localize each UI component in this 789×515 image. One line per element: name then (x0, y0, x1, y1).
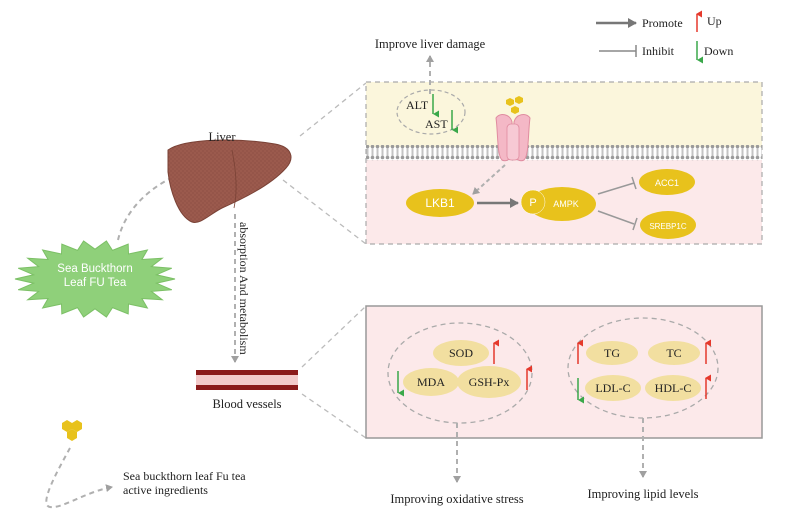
ingredient-molecule-icon (62, 420, 82, 441)
acc1-label: ACC1 (655, 178, 679, 188)
liver-cell-panel: Improve liver damage ALT AST LKB1 P AMPK (365, 37, 763, 245)
legend-up: Up (707, 14, 722, 28)
lipid-outcome-label: Improving lipid levels (587, 487, 698, 501)
srebp1c-label: SREBP1C (649, 222, 687, 231)
oxidative-outcome-label: Improving oxidative stress (390, 492, 523, 506)
ldl-c-node (585, 375, 641, 401)
phospho-node (520, 189, 546, 215)
active-ingredients: Sea buckthorn leaf Fu tea active ingredi… (45, 420, 246, 509)
tc-label: TC (666, 346, 681, 360)
legend-inhibit: Inhibit (642, 44, 675, 58)
ampk-node (528, 187, 596, 221)
cell-membrane (366, 145, 762, 161)
tea-source: Sea Buckthorn Leaf FU Tea (14, 240, 176, 318)
mda-label: MDA (417, 375, 445, 389)
oxidative-group (387, 322, 533, 424)
liver-label: Liver (208, 130, 236, 144)
ampk-label: AMPK (553, 199, 579, 209)
srebp1c-node (640, 211, 696, 239)
ast-label: AST (425, 117, 448, 131)
hdl-c-node (645, 375, 701, 401)
legend-promote: Promote (642, 16, 683, 30)
receptor-icon (495, 114, 531, 162)
gsh-px-label: GSH-Px (469, 375, 510, 389)
gsh-px-node (457, 366, 521, 398)
lkb1-node (406, 189, 474, 217)
legend-down: Down (704, 44, 733, 58)
mda-node (403, 368, 459, 396)
tg-label: TG (604, 346, 620, 360)
sod-node (433, 340, 489, 366)
enzyme-group (396, 89, 466, 135)
ingredients-line1: Sea buckthorn leaf Fu tea (123, 469, 246, 483)
ldl-c-label: LDL-C (595, 381, 630, 395)
alt-label: ALT (406, 98, 429, 112)
legend: Promote Inhibit Up Down (596, 10, 733, 64)
liver: Liver (167, 130, 292, 223)
acc1-node (639, 169, 695, 195)
inhibit-acc1-bar (631, 176, 637, 190)
tea-label-line2: Leaf FU Tea (64, 277, 127, 289)
tg-node (586, 341, 638, 365)
inhibit-srebp1c-bar (632, 217, 638, 231)
blood-vessel: Blood vessels (196, 370, 298, 411)
active-ingredient-molecule-icon (506, 96, 523, 114)
blood-panel: SOD MDA GSH-Px Improving oxidative stres… (365, 305, 763, 506)
tc-node (648, 341, 700, 365)
sod-label: SOD (449, 346, 473, 360)
tea-label-line1: Sea Buckthorn (57, 263, 132, 275)
hdl-c-label: HDL-C (655, 381, 692, 395)
source-to-liver-arrow (117, 170, 186, 241)
liver-icon (167, 139, 292, 223)
p-label: P (529, 197, 536, 209)
improve-liver-damage-label: Improve liver damage (375, 37, 486, 51)
starburst-icon (14, 240, 176, 318)
blood-vessels-label: Blood vessels (212, 397, 281, 411)
absorption-label: absorption And metabolism (237, 222, 251, 355)
ingredients-line2: active ingredients (123, 483, 208, 497)
lkb1-label: LKB1 (425, 196, 455, 210)
